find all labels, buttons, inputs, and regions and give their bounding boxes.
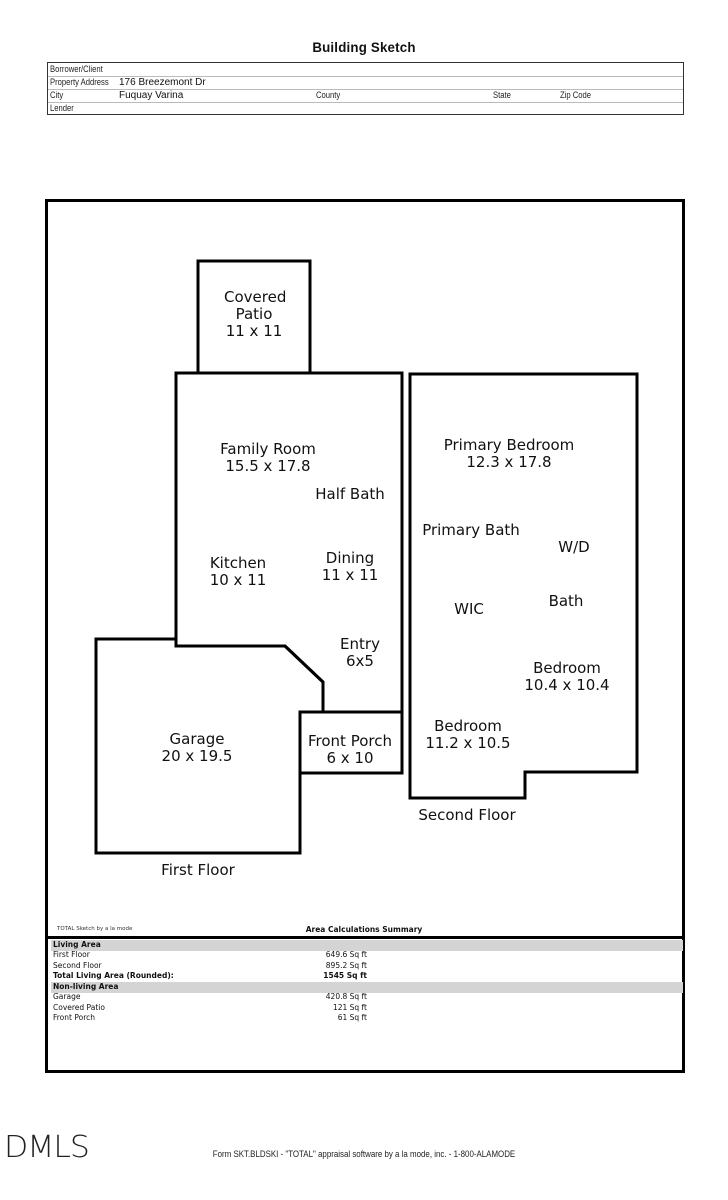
- room-name: Family Room: [220, 440, 316, 458]
- area-name: First Floor: [53, 950, 90, 959]
- room-name: Primary Bath: [422, 521, 520, 539]
- area-name: Garage: [53, 992, 81, 1001]
- room-covered-patio: Covered Patio 11 x 11: [224, 288, 287, 340]
- room-kitchen: Kitchen 10 x 11: [210, 555, 267, 589]
- room-dims: 11 x 11: [321, 566, 379, 584]
- room-front-porch: Front Porch 6 x 10: [308, 733, 392, 767]
- room-name: Bath: [548, 592, 584, 610]
- area-row: Covered Patio 121 Sq ft: [51, 1003, 683, 1014]
- section-label: Non-living Area: [53, 982, 119, 991]
- sketch-credit: TOTAL Sketch by a la mode: [57, 926, 133, 932]
- city-value: Fuquay Varina: [119, 90, 184, 101]
- room-name: Bedroom: [533, 659, 601, 677]
- room-dims: 10 x 11: [209, 571, 267, 589]
- area-row: Front Porch 61 Sq ft: [51, 1013, 683, 1024]
- summary-divider: [45, 936, 685, 939]
- room-family-room: Family Room 15.5 x 17.8: [220, 441, 316, 475]
- area-value: 420.8 Sq ft: [325, 992, 367, 1001]
- room-name: Dining: [325, 549, 375, 567]
- area-value: 895.2 Sq ft: [325, 961, 367, 970]
- second-floor-label: Second Floor: [418, 806, 516, 824]
- room-garage: Garage 20 x 19.5: [162, 731, 233, 765]
- room-name: Garage: [169, 730, 225, 748]
- room-dims: 6x5: [346, 652, 374, 670]
- garage-outline: [94, 637, 325, 855]
- sketch-frame: [45, 199, 685, 1073]
- first-floor-label: First Floor: [161, 861, 235, 879]
- area-name: Front Porch: [53, 1013, 95, 1022]
- area-value: 61 Sq ft: [337, 1013, 367, 1022]
- room-name: Half Bath: [315, 485, 385, 503]
- borrower-label: Borrower/Client: [50, 64, 103, 74]
- area-row: First Floor 649.6 Sq ft: [51, 950, 683, 961]
- front-porch-outline: [298, 710, 404, 775]
- room-dining: Dining 11 x 11: [322, 550, 379, 584]
- address-label: Property Address: [50, 77, 109, 87]
- area-name: Second Floor: [53, 961, 102, 970]
- room-name: Primary Bedroom: [443, 436, 575, 454]
- room-wic: WIC: [454, 601, 484, 618]
- area-value: 649.6 Sq ft: [325, 950, 367, 959]
- area-value: 121 Sq ft: [332, 1003, 367, 1012]
- room-dims: 15.5 x 17.8: [225, 457, 311, 475]
- form-footer-text: Form SKT.BLDSKI - "TOTAL" appraisal soft…: [212, 1149, 516, 1159]
- state-label: State: [493, 90, 511, 100]
- area-summary-title: Area Calculations Summary: [305, 925, 423, 934]
- property-info-table: Borrower/Client Property Address 176 Bre…: [47, 62, 684, 115]
- area-name: Total Living Area (Rounded):: [53, 971, 174, 980]
- address-value: 176 Breezemont Dr: [119, 77, 206, 88]
- county-label: County: [316, 90, 341, 100]
- document-title: Building Sketch: [312, 39, 416, 55]
- non-living-area-header: Non-living Area: [51, 982, 683, 993]
- area-name: Covered Patio: [53, 1003, 105, 1012]
- room-name: Front Porch: [308, 732, 392, 750]
- room-name: Bedroom: [434, 717, 502, 735]
- area-row: Second Floor 895.2 Sq ft: [51, 961, 683, 972]
- zip-label: Zip Code: [560, 90, 592, 100]
- living-area-header: Living Area: [51, 940, 683, 951]
- city-label: City: [50, 90, 64, 100]
- room-name: Covered Patio: [224, 288, 287, 323]
- room-dims: 11.2 x 10.5: [425, 734, 511, 752]
- area-row: Garage 420.8 Sq ft: [51, 992, 683, 1003]
- room-dims: 12.3 x 17.8: [466, 453, 552, 471]
- dmls-logo: DMLS: [4, 1130, 90, 1165]
- lender-row: Lender: [48, 102, 683, 115]
- room-name: W/D: [558, 538, 590, 556]
- room-name: WIC: [454, 600, 484, 618]
- section-label: Living Area: [53, 940, 101, 949]
- room-name: Entry: [340, 635, 380, 653]
- room-primary-bedroom: Primary Bedroom 12.3 x 17.8: [444, 437, 575, 471]
- room-entry: Entry 6x5: [340, 636, 380, 670]
- room-primary-bath: Primary Bath: [422, 522, 520, 539]
- room-name: Kitchen: [209, 554, 267, 572]
- room-dims: 6 x 10: [326, 749, 374, 767]
- total-living-area-row: Total Living Area (Rounded): 1545 Sq ft: [51, 971, 683, 982]
- room-dims: 11 x 11: [225, 322, 283, 340]
- area-value: 1545 Sq ft: [323, 971, 367, 980]
- city-row: City Fuquay Varina County State Zip Code: [48, 89, 683, 103]
- room-bedroom-3: Bedroom 11.2 x 10.5: [425, 718, 510, 752]
- room-dims: 10.4 x 10.4: [524, 676, 610, 694]
- address-row: Property Address 176 Breezemont Dr: [48, 76, 683, 90]
- room-bedroom-2: Bedroom 10.4 x 10.4: [524, 660, 609, 694]
- second-floor-outline: [408, 372, 639, 800]
- borrower-row: Borrower/Client: [48, 63, 683, 77]
- room-washer-dryer: W/D: [558, 539, 589, 556]
- room-dims: 20 x 19.5: [161, 747, 233, 765]
- room-bath: Bath: [549, 593, 584, 610]
- room-half-bath: Half Bath: [315, 486, 385, 503]
- lender-label: Lender: [50, 103, 74, 113]
